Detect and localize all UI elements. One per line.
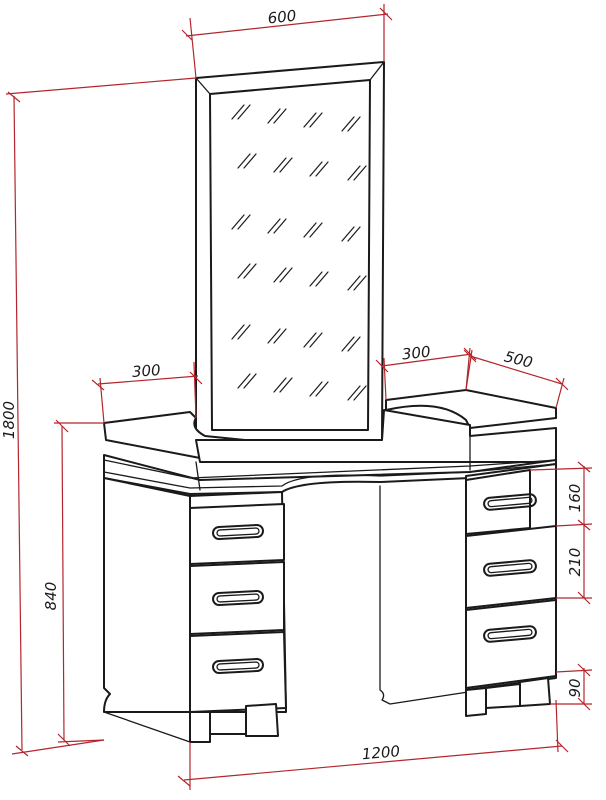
knee-space bbox=[379, 485, 469, 705]
dim-cabinet-depth: 500 bbox=[502, 347, 534, 371]
mirror-glint bbox=[237, 373, 251, 389]
tabletop bbox=[103, 389, 557, 495]
mirror bbox=[195, 61, 385, 441]
mirror-glint bbox=[309, 112, 323, 128]
mirror-glint bbox=[237, 263, 251, 279]
mirror-glint bbox=[309, 381, 323, 397]
left-drawer-1 bbox=[189, 503, 285, 565]
mirror-glint bbox=[347, 336, 361, 352]
mirror-glint bbox=[353, 165, 367, 181]
mirror-glint bbox=[273, 328, 287, 344]
dimension-lines bbox=[5, 4, 593, 790]
dim-leg-height: 90 bbox=[566, 678, 584, 697]
dim-mirror-width: 600 bbox=[267, 7, 297, 28]
mirror-glint bbox=[341, 336, 355, 352]
mirror-glint bbox=[279, 157, 293, 173]
mirror-glint bbox=[347, 385, 361, 401]
mirror-glint bbox=[231, 324, 245, 340]
mirror-glint bbox=[309, 271, 323, 287]
mirror-glint bbox=[341, 116, 355, 132]
mirror-glint bbox=[309, 161, 323, 177]
mirror-glint bbox=[315, 161, 329, 177]
mirror-glints bbox=[231, 104, 367, 401]
right-drawer-3 bbox=[465, 599, 557, 689]
mirror-glint bbox=[347, 165, 361, 181]
mirror-glint bbox=[279, 267, 293, 283]
mirror-glint bbox=[243, 153, 257, 169]
right-drawer-2 bbox=[465, 525, 557, 609]
mirror-glint bbox=[267, 108, 281, 124]
mirror-glint bbox=[279, 377, 293, 393]
mirror-glint bbox=[303, 222, 317, 238]
mirror-glint bbox=[267, 218, 281, 234]
left-drawer-2 bbox=[189, 561, 285, 635]
mirror-glint bbox=[273, 267, 287, 283]
mirror-glint bbox=[243, 263, 257, 279]
mirror-glint bbox=[273, 157, 287, 173]
mirror-glint bbox=[231, 214, 245, 230]
mirror-glint bbox=[353, 385, 367, 401]
mirror-glint bbox=[243, 373, 257, 389]
mirror-glint bbox=[315, 381, 329, 397]
dim-drawer-mid: 210 bbox=[566, 548, 584, 577]
mirror-glint bbox=[347, 116, 361, 132]
mirror-glint bbox=[237, 153, 251, 169]
mirror-glint bbox=[309, 222, 323, 238]
mirror-glint bbox=[237, 214, 251, 230]
dim-table-height: 840 bbox=[42, 582, 60, 611]
mirror-glint bbox=[273, 108, 287, 124]
dimension-labels: 600 1800 300 300 500 840 160 210 90 1200 bbox=[0, 7, 584, 764]
mirror-glint bbox=[347, 275, 361, 291]
dim-right-depth: 300 bbox=[401, 343, 431, 364]
dim-left-depth: 300 bbox=[131, 361, 161, 381]
mirror-glint bbox=[231, 104, 245, 120]
mirror-glint bbox=[315, 271, 329, 287]
mirror-glint bbox=[353, 275, 367, 291]
right-drawer-1 bbox=[465, 469, 531, 535]
mirror-glint bbox=[303, 112, 317, 128]
mirror-glint bbox=[273, 218, 287, 234]
right-pedestal bbox=[465, 463, 557, 717]
mirror-glint bbox=[237, 324, 251, 340]
mirror-glint bbox=[303, 332, 317, 348]
dim-drawer-top: 160 bbox=[566, 484, 584, 513]
mirror-glint bbox=[237, 104, 251, 120]
dim-total-height: 1800 bbox=[0, 401, 18, 439]
mirror-glint bbox=[309, 332, 323, 348]
mirror-glint bbox=[273, 377, 287, 393]
mirror-glint bbox=[341, 226, 355, 242]
mirror-glint bbox=[267, 328, 281, 344]
left-pedestal bbox=[103, 477, 287, 743]
dim-total-width: 1200 bbox=[361, 742, 401, 763]
mirror-glint bbox=[347, 226, 361, 242]
